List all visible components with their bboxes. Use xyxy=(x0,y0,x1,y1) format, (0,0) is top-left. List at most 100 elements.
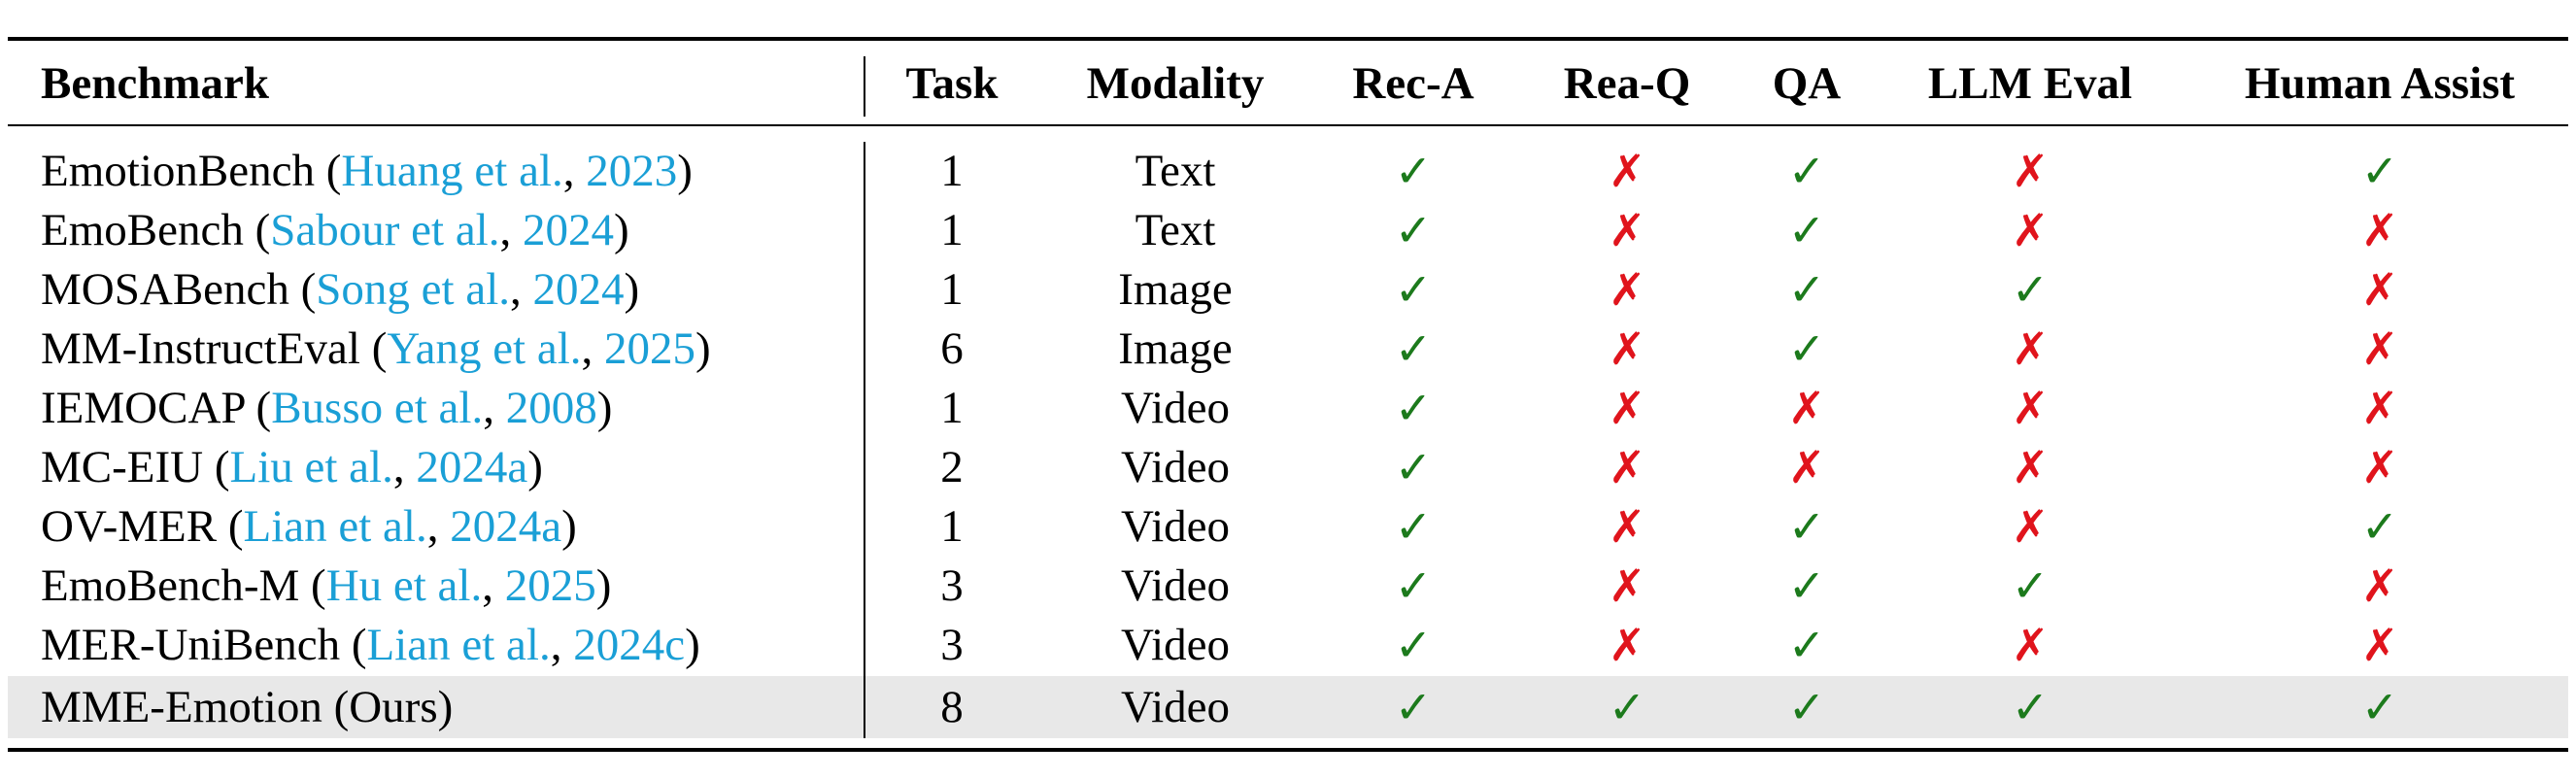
citation-year-link[interactable]: 2024 xyxy=(523,205,614,255)
task-count-cell: 3 xyxy=(940,560,964,611)
check-mark-icon: ✓ xyxy=(1394,500,1433,553)
table-row: MM-InstructEval (Yang et al., 2025) 6 Imag… xyxy=(0,320,2576,379)
cross-mark-icon: ✗ xyxy=(2011,322,2050,375)
qa-cell: ✓ xyxy=(1739,557,1875,616)
citation-year-link[interactable]: 2024 xyxy=(532,264,625,315)
llm-eval-cell: ✓ xyxy=(1894,260,2166,320)
cross-mark-icon: ✗ xyxy=(2011,619,2050,671)
modality-cell: Video xyxy=(1120,442,1231,492)
modality-cell: Image xyxy=(1118,323,1233,374)
llm-eval-cell: ✗ xyxy=(1894,320,2166,379)
citation-year-link[interactable]: 2024a xyxy=(416,442,528,492)
cross-mark-icon: ✗ xyxy=(1787,441,1826,493)
task-count-cell: 1 xyxy=(940,383,964,433)
cross-mark-icon: ✗ xyxy=(1608,204,1646,256)
check-mark-icon: ✓ xyxy=(1394,263,1433,316)
citation-year-link[interactable]: 2025 xyxy=(604,323,696,374)
cross-mark-icon: ✗ xyxy=(2360,619,2399,671)
citation-author-link[interactable]: Lian et al. xyxy=(366,620,551,670)
citation-author-link[interactable]: Song et al. xyxy=(316,264,511,315)
human-assist-cell: ✓ xyxy=(2195,497,2564,557)
header-human-assist: Human Assist xyxy=(2244,58,2516,109)
benchmark-name: EmoBench xyxy=(41,205,244,255)
check-mark-icon: ✓ xyxy=(2011,681,2050,733)
qa-cell: ✓ xyxy=(1739,678,1875,737)
cross-mark-icon: ✗ xyxy=(2011,145,2050,197)
task-count-cell: 8 xyxy=(940,682,964,732)
task-count-cell: 1 xyxy=(940,205,964,255)
rec-a-cell: ✓ xyxy=(1321,557,1506,616)
check-mark-icon: ✓ xyxy=(2360,500,2399,553)
rea-q-cell: ✗ xyxy=(1530,320,1724,379)
human-assist-cell: ✓ xyxy=(2195,678,2564,737)
cross-mark-icon: ✗ xyxy=(2011,204,2050,256)
human-assist-cell: ✗ xyxy=(2195,379,2564,438)
cross-mark-icon: ✗ xyxy=(1608,500,1646,553)
human-assist-cell: ✗ xyxy=(2195,260,2564,320)
check-mark-icon: ✓ xyxy=(1787,500,1826,553)
benchmark-cell: MM-InstructEval (Yang et al., 2025) xyxy=(41,323,711,374)
cross-mark-icon: ✗ xyxy=(1608,263,1646,316)
rec-a-cell: ✓ xyxy=(1321,438,1506,497)
citation-author-link[interactable]: Hu et al. xyxy=(325,560,483,611)
qa-cell: ✗ xyxy=(1739,438,1875,497)
cross-mark-icon: ✗ xyxy=(1608,322,1646,375)
cross-mark-icon: ✗ xyxy=(2360,382,2399,434)
llm-eval-cell: ✓ xyxy=(1894,678,2166,737)
benchmark-cell: EmoBench (Sabour et al., 2024) xyxy=(41,205,629,255)
benchmark-name: MM-InstructEval xyxy=(41,323,360,374)
benchmark-name: MC-EIU xyxy=(41,442,204,492)
cross-mark-icon: ✗ xyxy=(1608,441,1646,493)
citation-author-link[interactable]: Busso et al. xyxy=(271,383,484,433)
benchmark-cell: EmotionBench (Huang et al., 2023) xyxy=(41,146,693,196)
benchmark-name: MME-Emotion (Ours) xyxy=(41,682,454,732)
header-task: Task xyxy=(905,58,999,109)
human-assist-cell: ✗ xyxy=(2195,438,2564,497)
check-mark-icon: ✓ xyxy=(1394,382,1433,434)
task-count-cell: 1 xyxy=(940,146,964,196)
check-mark-icon: ✓ xyxy=(1787,263,1826,316)
task-count-cell: 2 xyxy=(940,442,964,492)
human-assist-cell: ✗ xyxy=(2195,320,2564,379)
rea-q-cell: ✗ xyxy=(1530,142,1724,201)
rea-q-cell: ✗ xyxy=(1530,260,1724,320)
task-count-cell: 6 xyxy=(940,323,964,374)
check-mark-icon: ✓ xyxy=(1787,681,1826,733)
check-mark-icon: ✓ xyxy=(1394,145,1433,197)
benchmark-name: OV-MER xyxy=(41,501,218,552)
modality-cell: Video xyxy=(1120,383,1231,433)
citation-author-link[interactable]: Sabour et al. xyxy=(270,205,500,255)
task-count-cell: 3 xyxy=(940,620,964,670)
check-mark-icon: ✓ xyxy=(1394,322,1433,375)
citation-author-link[interactable]: Liu et al. xyxy=(229,442,393,492)
benchmark-cell: OV-MER (Lian et al., 2024a) xyxy=(41,501,577,552)
citation-year-link[interactable]: 2024a xyxy=(450,501,562,552)
check-mark-icon: ✓ xyxy=(1787,559,1826,612)
check-mark-icon: ✓ xyxy=(1394,619,1433,671)
cross-mark-icon: ✗ xyxy=(2360,322,2399,375)
citation-author-link[interactable]: Yang et al. xyxy=(387,323,582,374)
citation-author-link[interactable]: Lian et al. xyxy=(243,501,427,552)
benchmark-cell: MER-UniBench (Lian et al., 2024c) xyxy=(41,620,700,670)
cross-mark-icon: ✗ xyxy=(1608,619,1646,671)
citation-year-link[interactable]: 2023 xyxy=(586,146,678,196)
benchmark-name: IEMOCAP xyxy=(41,383,245,433)
cross-mark-icon: ✗ xyxy=(1608,145,1646,197)
modality-cell: Video xyxy=(1120,501,1231,552)
citation-author-link[interactable]: Huang et al. xyxy=(341,146,563,196)
cross-mark-icon: ✗ xyxy=(1608,559,1646,612)
citation-year-link[interactable]: 2024c xyxy=(573,620,686,670)
header-benchmark: Benchmark xyxy=(41,58,269,109)
rea-q-cell: ✗ xyxy=(1530,201,1724,260)
header-rea-q: Rea-Q xyxy=(1563,58,1691,109)
citation-year-link[interactable]: 2008 xyxy=(505,383,597,433)
benchmark-name: MOSABench xyxy=(41,264,289,315)
qa-cell: ✗ xyxy=(1739,379,1875,438)
table-row: MER-UniBench (Lian et al., 2024c) 3 Video ✓… xyxy=(0,616,2576,675)
benchmark-name: EmoBench-M xyxy=(41,560,300,611)
citation-year-link[interactable]: 2025 xyxy=(504,560,596,611)
modality-cell: Video xyxy=(1120,560,1231,611)
modality-cell: Video xyxy=(1120,620,1231,670)
